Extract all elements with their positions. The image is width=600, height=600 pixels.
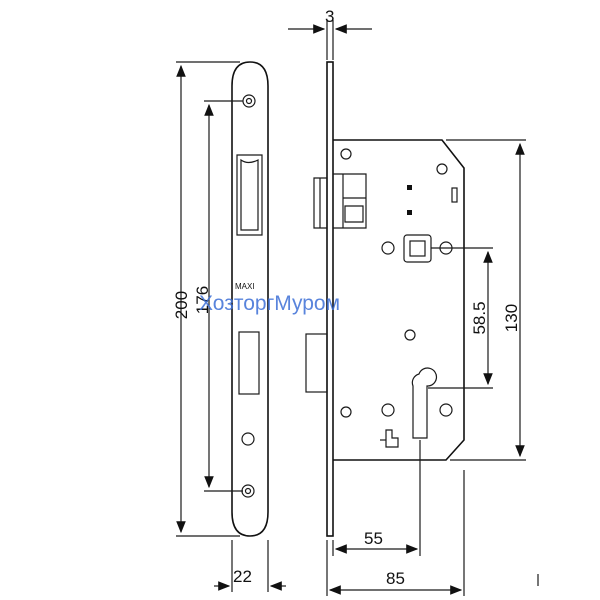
case-hole-2 — [436, 163, 448, 175]
lock-case — [333, 139, 465, 461]
dimension-faceplate-width: 22 — [214, 540, 286, 592]
dimension-screw-spacing: 176 — [193, 100, 243, 492]
front-plate — [326, 61, 334, 537]
dimension-overall-height: 200 — [172, 61, 240, 537]
case-hole-5 — [404, 329, 416, 341]
dim-3-label: 3 — [325, 7, 334, 26]
latch — [333, 173, 367, 229]
case-hole-8 — [439, 403, 453, 417]
screw-hole-top — [242, 94, 256, 108]
cam-stop — [385, 429, 399, 448]
dim-55-label: 55 — [364, 529, 383, 548]
dimension-backset: 55 — [332, 440, 421, 556]
dim-22-label: 22 — [233, 567, 252, 586]
latch-tongue — [313, 177, 328, 229]
handle-follower — [403, 234, 432, 263]
faceplate-mark: MAXI — [235, 282, 255, 291]
case-hole-7 — [381, 403, 395, 417]
screw-hole-mid — [241, 432, 255, 446]
bolt-tongue — [305, 333, 328, 393]
case-hole-3 — [381, 241, 395, 255]
dimension-body-height: 130 — [446, 139, 526, 461]
dim-176-label: 176 — [193, 286, 212, 314]
dimension-center-distance: 58.5 — [428, 247, 493, 389]
bolt-opening — [238, 331, 260, 395]
dimension-body-width: 85 — [326, 470, 465, 596]
screw-hole-bottom — [241, 484, 255, 498]
dim-58-5-label: 58.5 — [470, 301, 489, 334]
dimension-top-thickness: 3 — [288, 7, 372, 60]
case-hole-6 — [340, 406, 352, 418]
latch-opening — [236, 154, 263, 236]
cylinder-cutout — [411, 367, 438, 439]
lock-body — [305, 61, 465, 537]
watermark-text: ХозторгМуром — [199, 292, 340, 315]
case-hole-1 — [340, 148, 352, 160]
dim-200-label: 200 — [172, 291, 191, 319]
dim-130-label: 130 — [502, 304, 521, 332]
faceplate: MAXI — [231, 61, 269, 537]
dim-85-label: 85 — [386, 569, 405, 588]
